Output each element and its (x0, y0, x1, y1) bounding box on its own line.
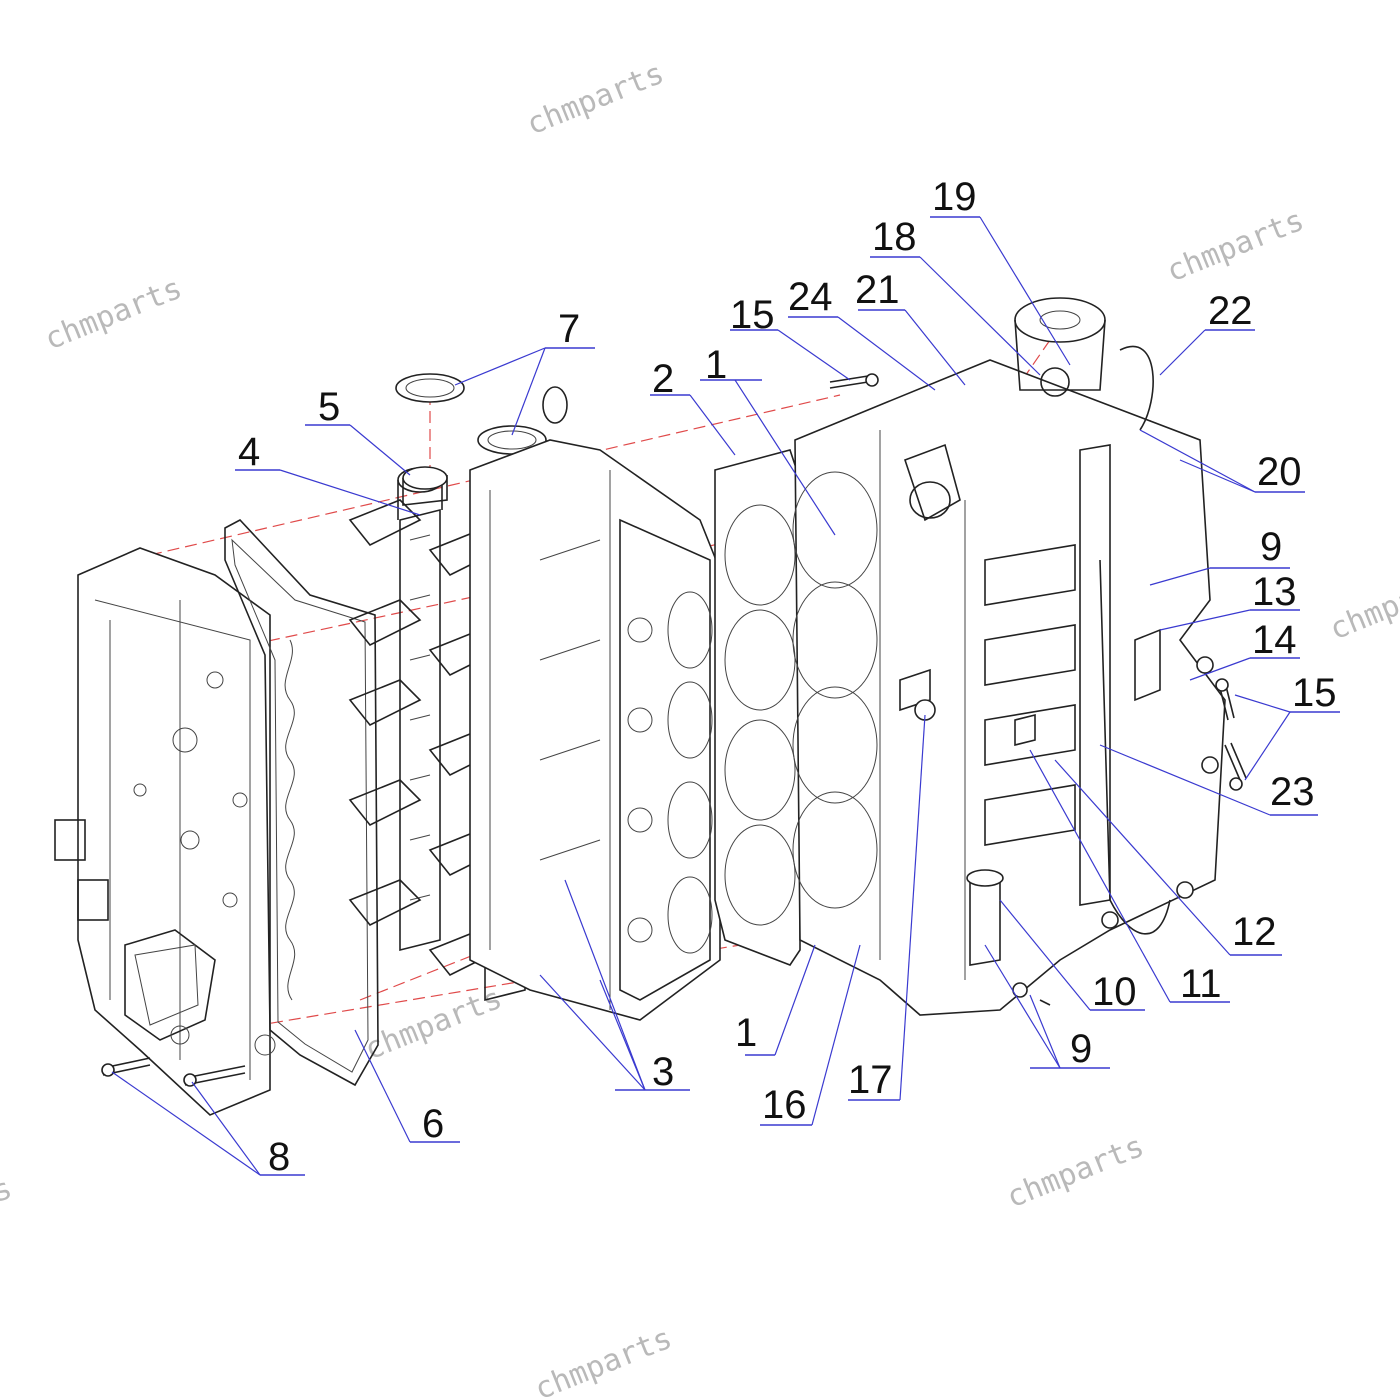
callout-24: 24 (788, 275, 833, 319)
callout-4: 4 (238, 430, 260, 474)
callout-17: 17 (848, 1058, 893, 1102)
watermark: chmparts (530, 1321, 677, 1400)
callout-7: 7 (558, 307, 580, 351)
callout-9-upper: 9 (1260, 525, 1282, 569)
callout-23: 23 (1270, 770, 1315, 814)
cylinder-head-cover (54, 547, 276, 1116)
watermark: chmparts (1162, 203, 1309, 290)
watermark: chmparts (1002, 1129, 1149, 1216)
callout-8: 8 (268, 1135, 290, 1179)
watermark: chmparts (1325, 561, 1400, 648)
callout-labels: 1 1 2 3 4 5 6 7 8 9 9 10 11 12 13 14 15 … (238, 175, 1337, 1179)
callout-14: 14 (1252, 618, 1297, 662)
callout-1-upper: 1 (705, 343, 727, 387)
callout-3: 3 (652, 1050, 674, 1094)
head-gasket (714, 449, 801, 966)
callout-15-upper: 15 (730, 293, 775, 337)
callout-11: 11 (1180, 962, 1222, 1006)
leader-lines (111, 216, 1340, 1176)
callout-12: 12 (1232, 910, 1277, 954)
watermark: chmparts (0, 1171, 17, 1258)
callout-13: 13 (1252, 570, 1297, 614)
callout-16: 16 (762, 1083, 807, 1127)
callout-18: 18 (872, 215, 917, 259)
cylinder-head (469, 386, 721, 1021)
callout-10: 10 (1092, 970, 1137, 1014)
cylinder-block (792, 297, 1226, 1016)
callout-9-lower: 9 (1070, 1027, 1092, 1071)
watermark: chmparts (40, 271, 187, 358)
callout-21: 21 (855, 268, 900, 312)
callout-15-right: 15 (1292, 671, 1337, 715)
callout-5: 5 (318, 385, 340, 429)
callout-6: 6 (422, 1102, 444, 1146)
callout-22: 22 (1208, 289, 1253, 333)
callout-20: 20 (1257, 450, 1302, 494)
bolts (829, 373, 1247, 791)
callout-19: 19 (932, 175, 977, 219)
cover-gasket (224, 519, 379, 1087)
watermark: chmparts (522, 56, 669, 143)
callout-1-lower: 1 (735, 1011, 757, 1055)
oil-seals (395, 373, 547, 506)
callout-2: 2 (652, 357, 674, 401)
